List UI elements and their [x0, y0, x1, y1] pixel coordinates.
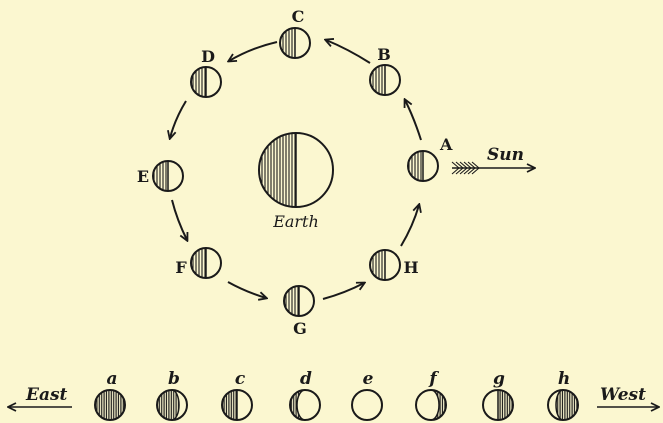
orbit-label-e: E: [137, 167, 149, 186]
phase-a-new-moon: [95, 390, 125, 420]
orbit-moon-a: [408, 151, 438, 181]
earth-label: Earth: [272, 212, 319, 231]
orbit-moon-h: [370, 250, 400, 280]
orbit-arrow-h-a: [401, 205, 419, 246]
phase-g-last-quarter: [483, 390, 513, 420]
orbit-moon-g: [284, 286, 314, 316]
phase-e-full-moon: [352, 390, 382, 420]
orbit-moon-b: [370, 65, 400, 95]
phase-label-f: f: [428, 369, 439, 389]
orbit-arrow-f-g: [228, 282, 266, 298]
orbit-moon-e: [153, 161, 183, 191]
orbit-arrow-c-d: [229, 42, 277, 61]
orbit-label-g: G: [293, 319, 307, 338]
phase-c-first-quarter: [222, 390, 252, 420]
orbit-arrow-g-h: [323, 283, 364, 299]
west-label: West: [600, 385, 646, 405]
orbit-label-h: H: [403, 258, 418, 277]
orbit-arrow-a-b: [405, 100, 421, 140]
orbit-label-f: F: [175, 258, 187, 277]
orbit-label-b: B: [377, 45, 391, 64]
phase-label-a: a: [106, 369, 117, 389]
orbit-moon-c: [280, 28, 310, 58]
orbit-moon-f: [191, 248, 221, 278]
earth: [259, 133, 333, 207]
phase-d-waxing-gibbous: [290, 390, 320, 420]
phase-label-b: b: [168, 369, 180, 389]
orbit-label-c: C: [292, 7, 305, 26]
orbit-moon-d: [191, 67, 221, 97]
phase-row: East West: [9, 369, 658, 420]
phase-label-d: d: [300, 369, 312, 389]
phase-label-c: c: [235, 369, 246, 389]
phase-f-waning-gibbous: [416, 390, 446, 420]
orbit-arrow-e-f: [172, 200, 187, 240]
orbit-arrow-d-e: [170, 101, 186, 138]
phase-label-e: e: [363, 369, 374, 389]
phase-b-waxing-crescent: [157, 390, 187, 420]
phase-label-g: g: [493, 369, 505, 389]
sun-label: Sun: [487, 145, 524, 165]
east-label: East: [25, 385, 68, 405]
orbit-label-a: A: [439, 135, 453, 154]
orbit-label-d: D: [201, 47, 215, 66]
phase-h-waning-crescent: [548, 390, 578, 420]
phase-label-h: h: [558, 369, 570, 389]
orbit-arrow-b-c: [326, 40, 370, 63]
